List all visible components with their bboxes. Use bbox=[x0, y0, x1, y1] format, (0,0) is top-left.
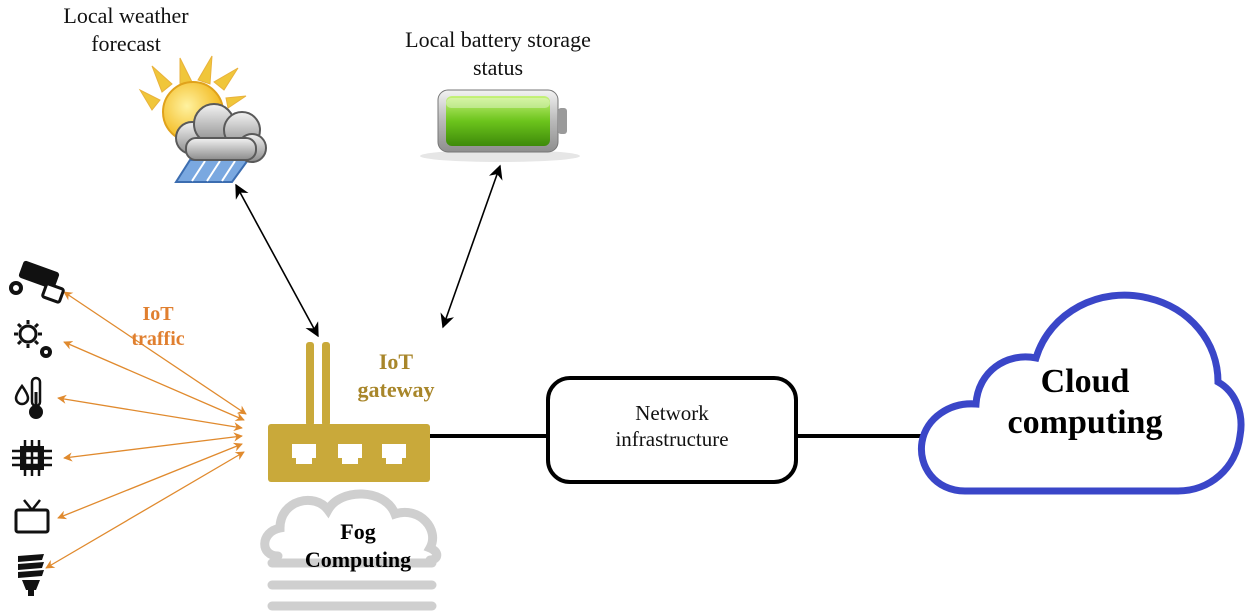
battery-icon bbox=[420, 89, 580, 162]
weather-link-arrow bbox=[235, 183, 319, 338]
network-infrastructure-box bbox=[546, 376, 798, 484]
bulb-icon bbox=[18, 554, 44, 596]
iot-traffic-arrows bbox=[45, 291, 247, 569]
fan-weather-icon bbox=[14, 320, 52, 358]
thermometer-drop-icon bbox=[14, 376, 43, 419]
weather-icon bbox=[138, 55, 267, 183]
camera-icon bbox=[9, 260, 65, 304]
chip-icon bbox=[12, 440, 52, 476]
fog-computing-cloud bbox=[260, 489, 442, 611]
cloud-computing-shape bbox=[917, 291, 1245, 495]
iot-gateway-icon bbox=[268, 342, 430, 482]
tv-icon bbox=[14, 499, 50, 534]
battery-link-arrow bbox=[440, 164, 503, 329]
